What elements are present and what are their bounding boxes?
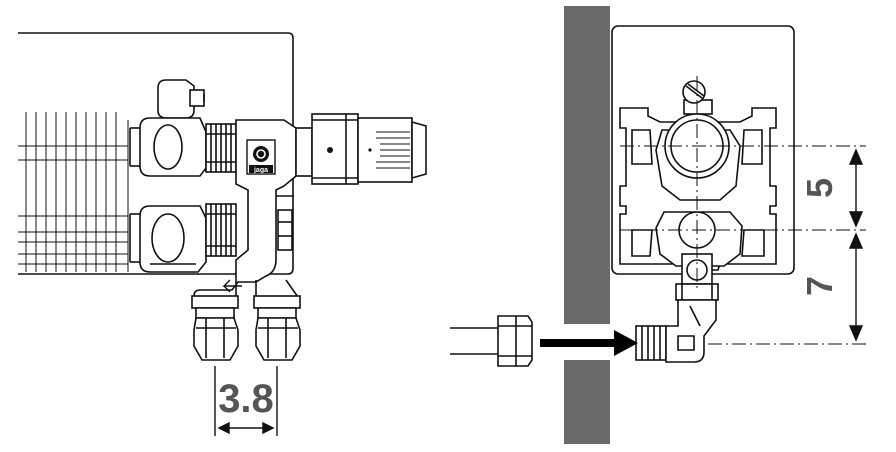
insertion-arrow [540, 330, 638, 356]
thermostatic-head [295, 113, 427, 185]
spacing-dimension-label: 3.8 [218, 377, 274, 421]
connection-stem [675, 253, 719, 301]
left-view: jaga [18, 32, 427, 436]
height-dimension-lines [848, 148, 864, 342]
upper-valve-body [655, 113, 741, 201]
jaga-logo: jaga [246, 139, 276, 175]
radiator-fins [18, 112, 129, 272]
right-view: 5 7 [450, 6, 866, 444]
center-lines [620, 76, 866, 345]
side-elbow-fitting [635, 299, 717, 363]
flow-direction-icon [222, 279, 242, 293]
brand-label: jaga [253, 167, 268, 174]
lower-coupling-nut [205, 203, 237, 257]
spacing-dimension-line [214, 366, 278, 436]
left-compression-fitting [191, 295, 239, 361]
wall-lower [564, 360, 610, 444]
right-compression-fitting [253, 295, 301, 361]
lower-dimension-label: 7 [799, 276, 840, 296]
lower-elbow-fitting [129, 205, 207, 273]
upper-elbow-fitting [129, 79, 207, 177]
wall-upper [564, 6, 610, 324]
supply-pipe-with-nut [450, 315, 533, 367]
upper-coupling-nut [205, 123, 237, 173]
upper-dimension-label: 5 [799, 178, 840, 198]
